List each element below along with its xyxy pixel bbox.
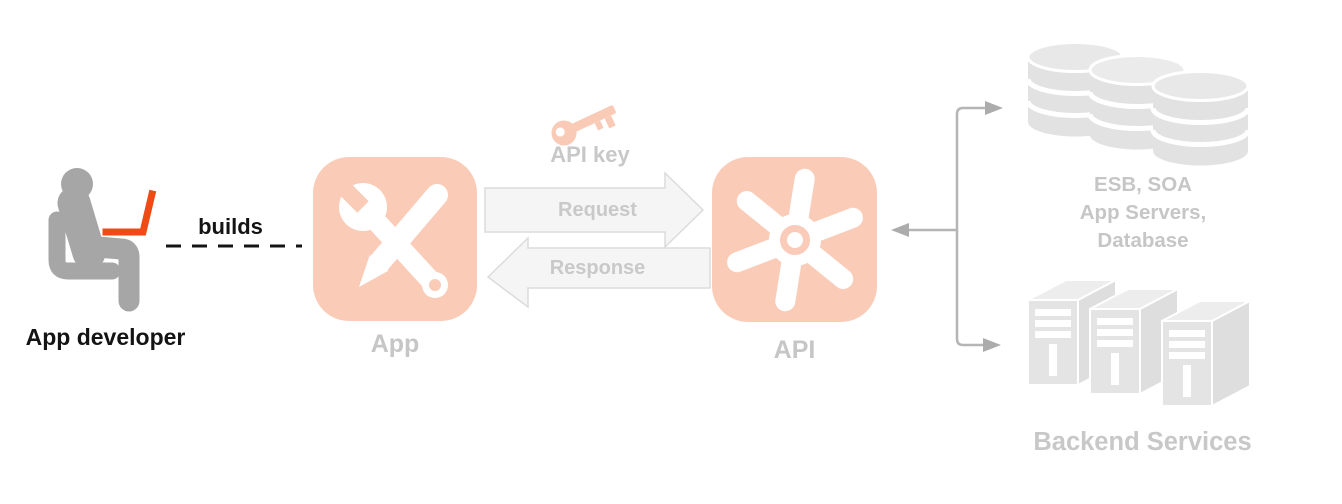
- laptop-icon: [102, 189, 157, 236]
- server-rack-icon: [1027, 278, 1251, 408]
- arrowhead-to-backend: [983, 338, 1001, 352]
- app-node: [313, 157, 477, 321]
- builds-dashed-line: [166, 244, 302, 248]
- spark-gear-icon: [727, 168, 863, 312]
- person-head: [61, 168, 93, 200]
- person-with-laptop-icon: [48, 168, 157, 312]
- app-developer-label: App developer: [25, 324, 186, 350]
- backend-services-label: Backend Services: [1033, 428, 1252, 456]
- request-response-arrows: [484, 171, 711, 309]
- response-label: Response: [549, 257, 646, 279]
- esb-label: ESB, SOA App Servers, Database: [1023, 171, 1263, 255]
- spark-center-ring: [780, 225, 810, 255]
- backend-connector-lines: [891, 101, 1003, 352]
- person-leg: [75, 235, 140, 312]
- response-arrow: [486, 236, 711, 309]
- pencil-glyph: [368, 184, 448, 274]
- chair-shape: [48, 211, 121, 280]
- api-key-label: API key: [550, 142, 630, 167]
- app-node-label: App: [370, 330, 420, 358]
- arrowhead-to-esb: [985, 101, 1003, 115]
- request-arrow: [484, 171, 705, 249]
- server-tower: [1161, 299, 1251, 408]
- builds-label: builds: [198, 214, 263, 239]
- esb-label-line3: Database: [1097, 229, 1189, 252]
- database-stack-icon: [1025, 41, 1251, 166]
- wrench-pencil-icon: [327, 171, 448, 298]
- api-node-label: API: [773, 336, 816, 364]
- esb-label-line2: App Servers,: [1079, 201, 1207, 224]
- esb-label-line1: ESB, SOA: [1094, 173, 1192, 196]
- arrowhead-to-api: [891, 223, 909, 237]
- database-cylinder: [1150, 70, 1251, 166]
- key-icon: [551, 105, 616, 146]
- request-label: Request: [558, 199, 637, 221]
- api-node: [712, 157, 877, 322]
